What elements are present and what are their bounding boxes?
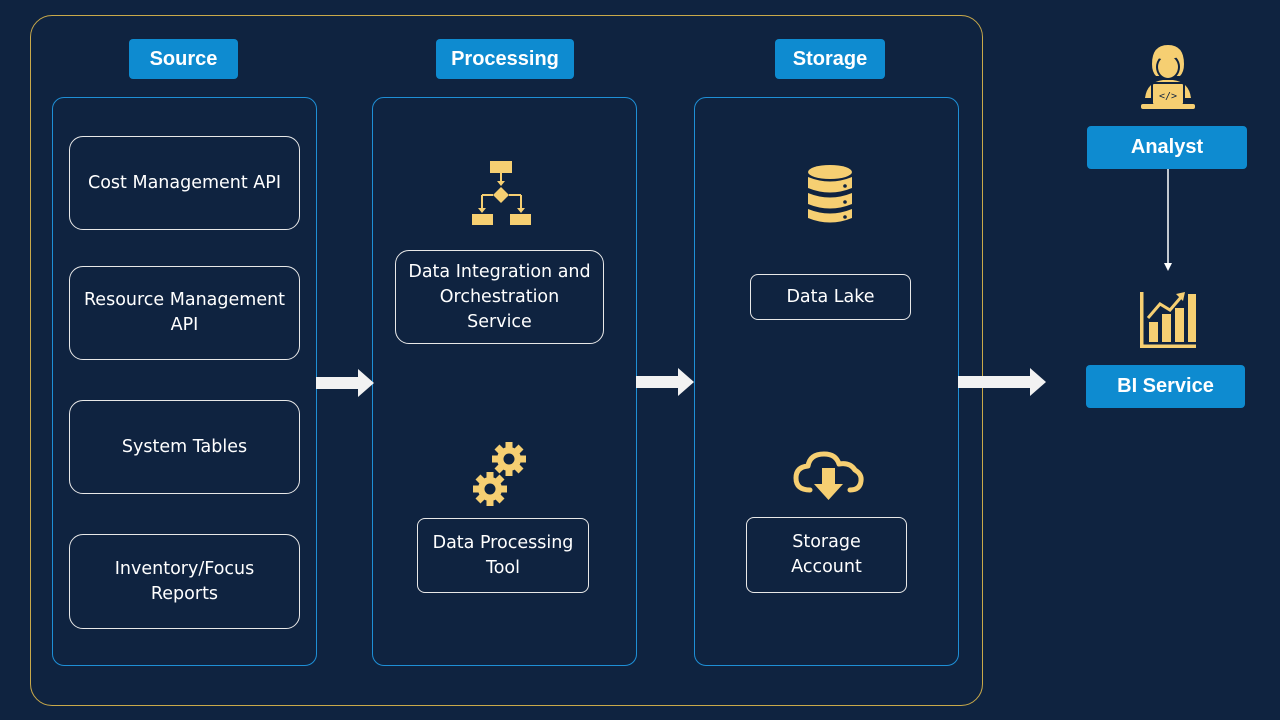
source-node-inventory-focus-reports: Inventory/Focus Reports — [69, 534, 300, 629]
source-node-resource-management-api: Resource Management API — [69, 266, 300, 360]
source-header: Source — [129, 39, 238, 79]
processing-node-data-integration: Data Integration and Orchestration Servi… — [395, 250, 604, 344]
pipeline-frame — [30, 15, 983, 706]
source-node-system-tables: System Tables — [69, 400, 300, 494]
bar-chart-icon — [1140, 292, 1196, 348]
svg-text:</>: </> — [1159, 91, 1177, 102]
cloud-download-icon — [793, 451, 864, 500]
processing-node-data-processing-tool: Data Processing Tool — [417, 518, 589, 593]
flowchart-icon — [472, 161, 531, 225]
gears-icon — [473, 442, 526, 506]
storage-node-data-lake: Data Lake — [750, 274, 911, 320]
arrow-source-to-processing — [316, 369, 374, 397]
storage-header: Storage — [775, 39, 885, 79]
arrow-analyst-to-bi — [1164, 169, 1172, 271]
bi-service-label: BI Service — [1086, 365, 1245, 408]
processing-header: Processing — [436, 39, 574, 79]
storage-node-storage-account: Storage Account — [746, 517, 907, 593]
arrow-storage-to-bi — [958, 368, 1046, 396]
analyst-person-icon: </> — [1141, 45, 1195, 109]
source-node-cost-management-api: Cost Management API — [69, 136, 300, 230]
analyst-label: Analyst — [1087, 126, 1247, 169]
arrow-processing-to-storage — [636, 368, 694, 396]
database-icon — [808, 165, 852, 223]
